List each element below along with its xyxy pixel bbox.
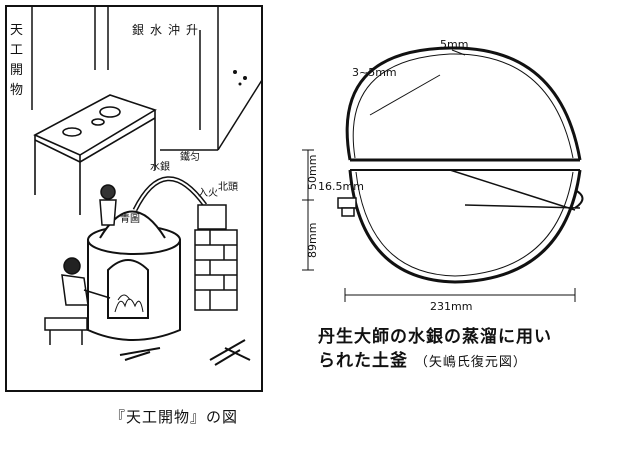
dimension-lines	[302, 49, 576, 302]
label-50mm: 50mm	[306, 155, 319, 190]
right-caption-line2: られた土釜 （矢嶋氏復元図）	[318, 346, 527, 371]
tiangong-kaiwu-illustration: 天 工 開 物 銀水沖升 水銀 鐵匀 青圖	[5, 5, 263, 392]
furnace-label-2: 入火	[198, 187, 218, 199]
room-walls	[94, 6, 263, 151]
fire-icon	[114, 294, 144, 313]
top-label: 銀水沖升	[132, 23, 204, 37]
vessel-outline	[345, 46, 584, 284]
label-16-5mm: 16.5mm	[318, 180, 364, 193]
furnace	[87, 210, 181, 341]
tube-label-left: 水銀	[150, 160, 170, 173]
left-caption: 『天工開物』の図	[110, 408, 239, 426]
label-231mm: 231mm	[430, 300, 472, 310]
earthen-pot-diagram: 3~5mm 5mm 50mm 16.5mm 89mm 231mm	[302, 38, 584, 310]
lip-detail	[337, 197, 357, 217]
furnace-label: 北頭	[218, 181, 238, 193]
vertical-title-1: 天	[10, 23, 23, 38]
worker-seated	[44, 257, 111, 345]
table	[33, 94, 157, 215]
label-89mm: 89mm	[306, 223, 319, 258]
tube-label-right: 鐵匀	[180, 150, 200, 163]
illustration-frame	[5, 5, 263, 392]
firewood	[119, 339, 251, 366]
right-caption-sub: （矢嶋氏復元図）	[414, 355, 527, 370]
label-5mm: 5mm	[440, 38, 468, 51]
right-caption-line1: 丹生大師の水銀の蒸溜に用い	[318, 327, 552, 347]
pot-label: 青圖	[120, 212, 140, 225]
worker-standing	[99, 184, 117, 226]
vertical-title-3: 開	[10, 63, 23, 78]
right-caption-main: られた土釜	[318, 351, 408, 371]
label-3-5mm: 3~5mm	[352, 66, 397, 79]
brick-stand	[194, 204, 238, 311]
vertical-title-2: 工	[10, 43, 23, 58]
vertical-title-4: 物	[10, 83, 23, 98]
